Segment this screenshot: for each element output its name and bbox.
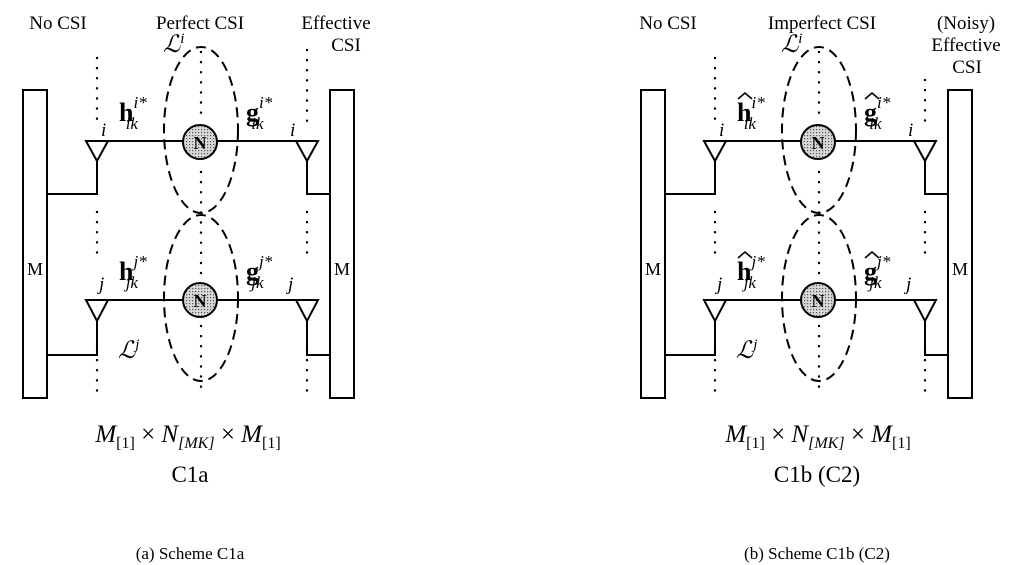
- panel-a: No CSI Perfect CSI Effective CSI ℒi ℒj M…: [22, 13, 371, 563]
- channel-g-row-j: gj*jk: [864, 252, 891, 292]
- cluster-ellipse-top: [781, 46, 857, 214]
- label-effective-line2: CSI: [331, 35, 361, 56]
- wire-left-row-i: [47, 161, 98, 195]
- set-label-top: ℒi: [781, 31, 802, 58]
- antenna-right-row-i: [294, 140, 320, 164]
- label-effective-line3: CSI: [952, 57, 982, 78]
- panel-caption: (a) Scheme C1a: [136, 544, 245, 563]
- hat-h-row-j: [737, 250, 753, 259]
- hat-g-row-j: [864, 250, 880, 259]
- relay-node-row-i: [800, 124, 836, 160]
- channel-g-row-j: gj*jk: [246, 252, 273, 292]
- channel-h-row-i: hi*ik: [119, 93, 147, 133]
- antenna-right-row-j: [294, 299, 320, 324]
- scheme-name: C1b (C2): [774, 462, 860, 487]
- antenna-index-right-row-j: j: [903, 274, 911, 295]
- label-csi-type: Perfect CSI: [156, 13, 244, 34]
- transmitter-box: [22, 89, 48, 399]
- panel-caption: (b) Scheme C1b (C2): [744, 544, 890, 563]
- wire-left-row-i: [665, 161, 716, 195]
- channel-h-row-j: hj*jk: [119, 252, 147, 292]
- wire-right-row-i: [306, 161, 330, 195]
- top-labels: No CSI Imperfect CSI (Noisy) Effective C…: [639, 13, 1000, 78]
- hat-g-row-i: [864, 91, 880, 100]
- receiver-box: [329, 89, 355, 399]
- antenna-index-left-row-j: j: [714, 274, 722, 295]
- relay-node-row-j: [182, 282, 218, 318]
- antenna-left-row-i: [84, 140, 110, 164]
- label-no-csi: No CSI: [639, 13, 697, 34]
- dimension-formula: M[1] × N[MK] × M[1]: [94, 421, 280, 452]
- receiver-box-label: M: [334, 259, 350, 279]
- relay-node-row-j: [800, 282, 836, 318]
- transmitter-box: [640, 89, 666, 399]
- receiver-box: [947, 89, 973, 399]
- cluster-ellipse-bottom: [163, 214, 239, 382]
- antenna-index-right-row-i: i: [290, 120, 295, 141]
- panel-b: No CSI Imperfect CSI (Noisy) Effective C…: [639, 13, 1000, 563]
- receiver-box-label: M: [952, 259, 968, 279]
- antenna-index-left-row-i: i: [719, 120, 724, 141]
- antenna-index-left-row-i: i: [101, 120, 106, 141]
- channel-g-row-i: gi*ik: [246, 93, 273, 133]
- transmitter-box-label: M: [27, 259, 43, 279]
- channel-h-row-j: hj*jk: [737, 252, 765, 292]
- relay-node-label: N: [194, 133, 207, 153]
- label-no-csi: No CSI: [29, 13, 87, 34]
- transmitter-box-label: M: [645, 259, 661, 279]
- antenna-left-row-i: [702, 140, 728, 164]
- wire-left-row-j: [47, 321, 98, 356]
- antenna-right-row-i: [912, 140, 938, 164]
- set-label-bottom: ℒj: [736, 337, 757, 364]
- wire-right-row-j: [924, 321, 948, 356]
- top-labels: No CSI Perfect CSI Effective CSI: [29, 13, 370, 56]
- relay-node-label: N: [194, 291, 207, 311]
- relay-node-label: N: [812, 291, 825, 311]
- relay-node-row-i: [182, 124, 218, 160]
- antenna-index-right-row-j: j: [285, 274, 293, 295]
- label-effective-line1: Effective: [301, 13, 370, 34]
- label-effective-line2: Effective: [931, 35, 1000, 56]
- wire-right-row-i: [924, 161, 948, 195]
- antenna-left-row-j: [84, 299, 110, 324]
- label-effective-line1: (Noisy): [937, 13, 995, 34]
- channel-h-row-i: hi*ik: [737, 93, 765, 133]
- channel-g-row-i: gi*ik: [864, 93, 891, 133]
- antenna-right-row-j: [912, 299, 938, 324]
- antenna-left-row-j: [702, 299, 728, 324]
- cluster-ellipse-top: [163, 46, 239, 214]
- hat-h-row-i: [737, 91, 753, 100]
- set-label-bottom: ℒj: [118, 337, 139, 364]
- cluster-ellipse-bottom: [781, 214, 857, 382]
- dimension-formula: M[1] × N[MK] × M[1]: [724, 421, 910, 452]
- scheme-name: C1a: [171, 462, 208, 487]
- relay-node-label: N: [812, 133, 825, 153]
- label-csi-type: Imperfect CSI: [768, 13, 876, 34]
- wire-left-row-j: [665, 321, 716, 356]
- antenna-index-left-row-j: j: [96, 274, 104, 295]
- antenna-index-right-row-i: i: [908, 120, 913, 141]
- set-label-top: ℒi: [163, 31, 184, 58]
- wire-right-row-j: [306, 321, 330, 356]
